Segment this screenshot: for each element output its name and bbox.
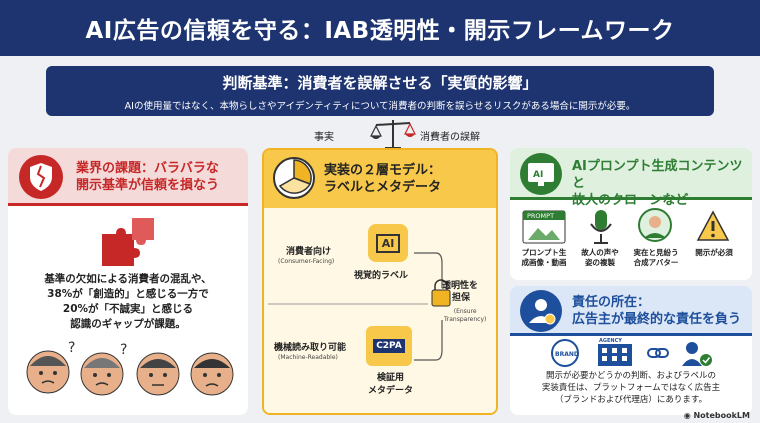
- scale-right-label: 消費者の誤解: [420, 132, 480, 143]
- ensure-transparency-label: 透明性を 担保: [442, 281, 479, 303]
- avatar-icon: [638, 208, 672, 242]
- ai-content-heading: AIプロンプト生成コンテンツと 故人のクローンなど: [572, 159, 743, 208]
- ai-monitor-icon: AI: [520, 153, 562, 195]
- two-layer-model-card: 実装の２層モデル： ラベルとメタデータ 消費者向け (Consumer-Faci…: [262, 148, 498, 415]
- brand-agency-chain-icon: BRAND AGENCY: [551, 338, 712, 367]
- consumer-facing-en: (Consumer-Facing): [278, 258, 335, 265]
- ensure-transparency-en: (Ensure Transparency): [444, 308, 487, 323]
- consumer-facing-label: 消費者向け: [286, 247, 332, 257]
- ai-content-card: AI AIプロンプト生成コンテンツと 故人のクローンなど PROMPT プロンプ…: [510, 148, 752, 280]
- svg-text:AGENCY: AGENCY: [599, 338, 622, 344]
- criteria-heading: 判断基準：消費者を誤解させる「実質的影響」: [222, 74, 538, 92]
- svg-text:BRAND: BRAND: [555, 351, 579, 358]
- industry-issue-heading: 業界の課題：バラバラな 開示基準が信頼を損なう: [76, 161, 220, 193]
- responsibility-heading: 責任の所在： 広告主が最終的な責任を負う: [572, 295, 742, 327]
- machine-readable-label: 機械読み取り可能: [274, 343, 347, 353]
- visual-label: 視覚的ラベル: [354, 271, 409, 281]
- scale-left-label: 事実: [314, 132, 334, 143]
- notebooklm-watermark: ◉ NotebookLM: [683, 411, 750, 420]
- c2pa-document-icon: C2PA: [366, 326, 412, 366]
- verification-metadata-label: 検証用 メタデータ: [368, 373, 414, 396]
- responsibility-card: 責任の所在： 広告主が最終的な責任を負う BRAND AGENCY 開示が必要か…: [510, 286, 752, 415]
- ai-label-icon: AI: [368, 224, 408, 262]
- broken-shield-icon: [19, 155, 63, 199]
- connector-lines: [268, 252, 451, 361]
- prompt-image-icon: PROMPT: [522, 210, 566, 244]
- two-layer-model-header: 実装の２層モデル： ラベルとメタデータ: [264, 150, 496, 208]
- notebooklm-icon: ◉: [683, 411, 694, 420]
- industry-issue-body: 基準の欠如による消費者の混乱や、 38%が「創造的」と感じる一方で 20%が「不…: [44, 273, 212, 330]
- advertiser-badge-icon: [520, 290, 562, 332]
- responsibility-body: 開示が必要かどうかの判断、およびラベルの 実装責任は、プラットフォームではなく広…: [541, 371, 721, 405]
- content-item-1: プロンプト生 成画像・動画: [521, 248, 567, 267]
- industry-issue-header: 業界の課題：バラバラな 開示基準が信頼を損なう: [8, 148, 248, 206]
- svg-text:?: ?: [120, 342, 127, 358]
- puzzle-icon: [102, 218, 154, 266]
- criteria-banner: 判断基準：消費者を誤解させる「実質的影響」 AIの使用量ではなく、本物らしさやア…: [46, 66, 714, 116]
- two-layer-diagram: 消費者向け (Consumer-Facing) AI 視覚的ラベル 透明性を 担…: [264, 208, 496, 413]
- warning-icon: [696, 210, 730, 241]
- confused-people-illustration: ? ?: [26, 340, 234, 396]
- content-item-3: 実在と見紛う 合成アバター: [633, 248, 679, 267]
- microphone-person-icon: [590, 210, 612, 244]
- machine-readable-en: (Machine-Readable): [278, 354, 338, 361]
- balance-scale-icon: [370, 120, 416, 150]
- svg-text:?: ?: [68, 340, 75, 356]
- industry-issue-card: 業界の課題：バラバラな 開示基準が信頼を損なう 基準の欠如による消費者の混乱や、…: [8, 148, 248, 415]
- svg-text:PROMPT: PROMPT: [527, 212, 554, 220]
- two-layer-model-heading: 実装の２層モデル： ラベルとメタデータ: [324, 163, 442, 195]
- responsibility-header: 責任の所在： 広告主が最終的な責任を負う: [510, 286, 752, 336]
- criteria-subtext: AIの使用量ではなく、本物らしさやアイデンティティについて消費者の判断を誤らせる…: [124, 101, 636, 112]
- content-item-2: 故人の声や 姿の複製: [581, 248, 619, 267]
- scale-row: 事実 消費者の誤解: [300, 116, 500, 152]
- page-title: AI広告の信頼を守る：IAB透明性・開示フレームワーク: [85, 18, 675, 44]
- ai-content-header: AI AIプロンプト生成コンテンツと 故人のクローンなど: [510, 148, 752, 208]
- title-bar: AI広告の信頼を守る：IAB透明性・開示フレームワーク: [0, 0, 760, 56]
- content-item-4: 開示が必須: [695, 248, 733, 257]
- svg-text:AI: AI: [533, 170, 543, 180]
- pie-chart-icon: [273, 157, 315, 199]
